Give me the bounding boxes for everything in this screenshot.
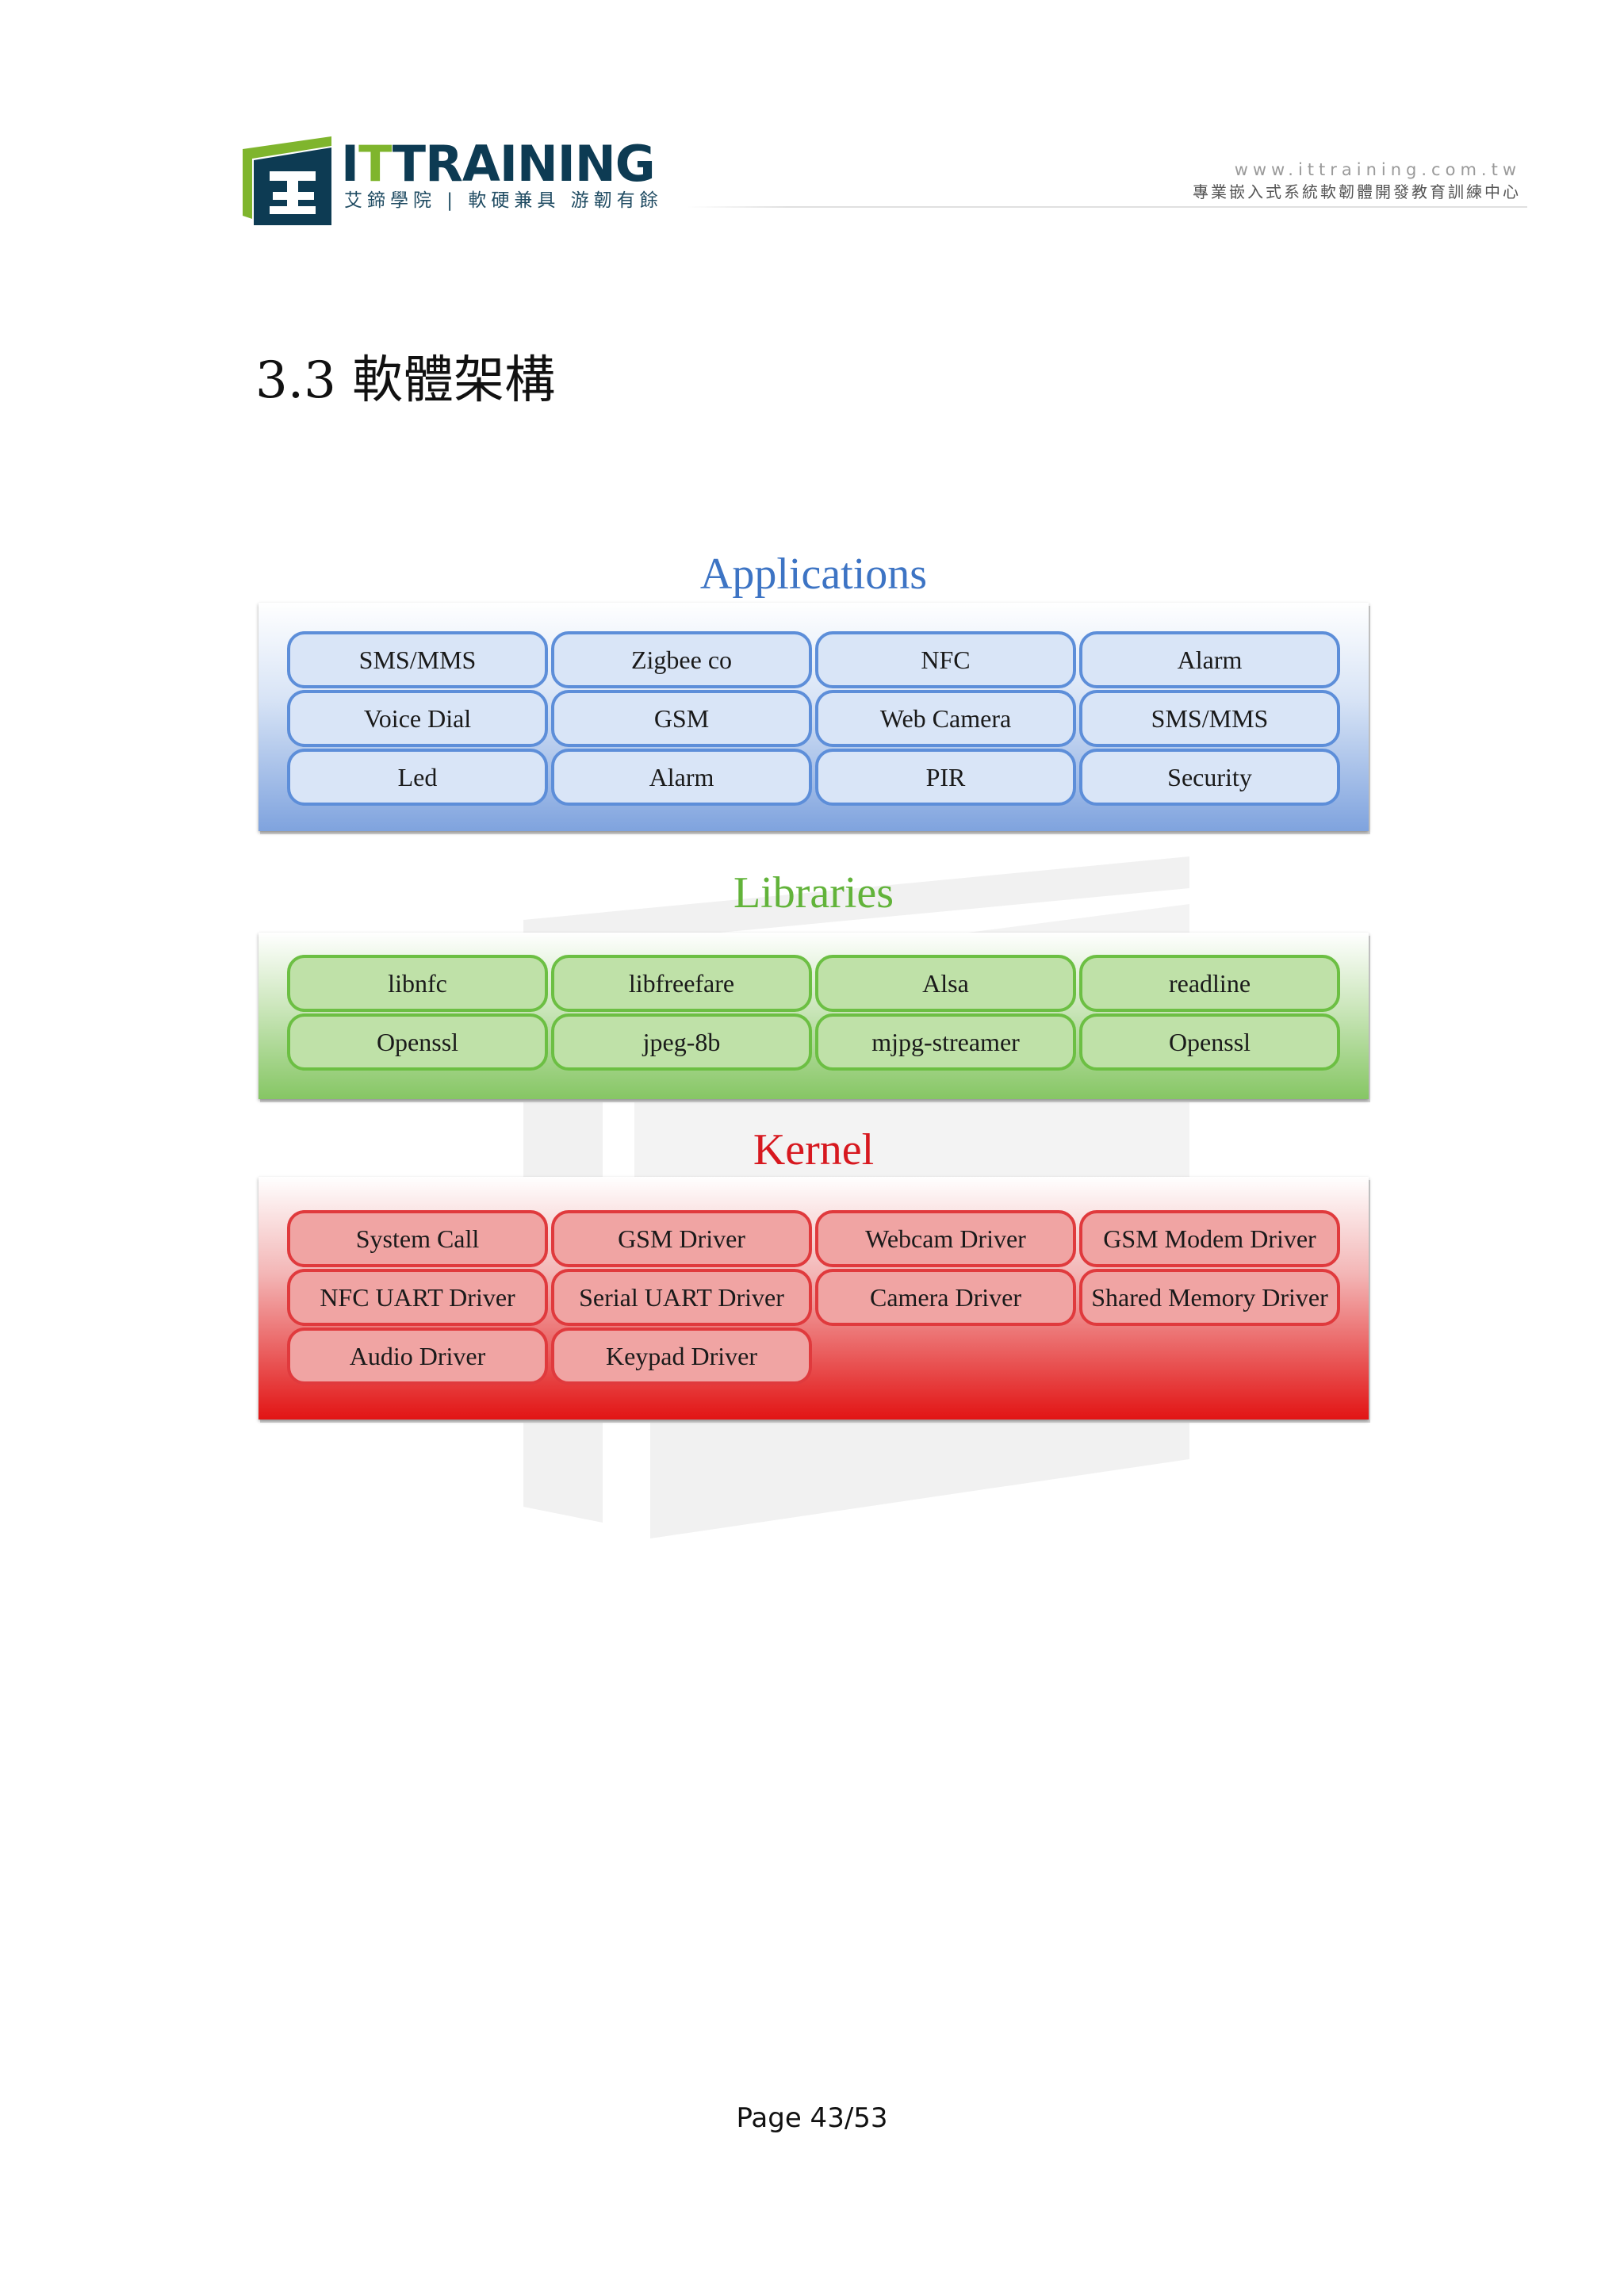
- applications-layer-panel: SMS/MMS Zigbee co NFC Alarm Voice Dial G…: [259, 603, 1369, 831]
- library-box: mjpg-streamer: [815, 1013, 1076, 1071]
- site-description: 專業嵌入式系統軟韌體開發教育訓練中心: [1193, 182, 1521, 201]
- site-url: www.ittraining.com.tw: [1234, 160, 1521, 179]
- kernel-layer-title: Kernel: [753, 1125, 875, 1174]
- app-box: GSM: [551, 690, 812, 747]
- libraries-layer-panel: libnfc libfreefare Alsa readline Openssl…: [259, 933, 1369, 1099]
- kernel-grid: System Call GSM Driver Webcam Driver GSM…: [287, 1210, 1340, 1385]
- ittraining-logo: ITTRAINING 艾鍗學院 | 軟硬兼具 游韌有餘: [238, 136, 682, 225]
- app-box: Security: [1079, 749, 1340, 806]
- app-box: Zigbee co: [551, 631, 812, 688]
- kernel-layer-panel: System Call GSM Driver Webcam Driver GSM…: [259, 1177, 1369, 1420]
- kernel-box: Serial UART Driver: [551, 1269, 812, 1326]
- kernel-box: Camera Driver: [815, 1269, 1076, 1326]
- app-box: Alarm: [551, 749, 812, 806]
- library-box: jpeg-8b: [551, 1013, 812, 1071]
- kernel-box: System Call: [287, 1210, 548, 1267]
- library-box: Openssl: [287, 1013, 548, 1071]
- applications-grid: SMS/MMS Zigbee co NFC Alarm Voice Dial G…: [287, 631, 1340, 806]
- kernel-box: Keypad Driver: [551, 1328, 812, 1385]
- library-box: Openssl: [1079, 1013, 1340, 1071]
- app-box: NFC: [815, 631, 1076, 688]
- page-number: Page 43/53: [736, 2102, 888, 2134]
- app-box: SMS/MMS: [287, 631, 548, 688]
- library-box: libnfc: [287, 955, 548, 1012]
- brand-name: ITTRAINING: [341, 135, 656, 193]
- kernel-box: GSM Modem Driver: [1079, 1210, 1340, 1267]
- app-box: Led: [287, 749, 548, 806]
- app-box: SMS/MMS: [1079, 690, 1340, 747]
- app-box: Alarm: [1079, 631, 1340, 688]
- applications-layer-title: Applications: [699, 550, 928, 599]
- library-box: Alsa: [815, 955, 1076, 1012]
- libraries-layer-title: Libraries: [733, 868, 894, 918]
- brand-tagline: 艾鍗學院 | 軟硬兼具 游韌有餘: [344, 190, 663, 211]
- libraries-grid: libnfc libfreefare Alsa readline Openssl…: [287, 955, 1340, 1071]
- kernel-box: NFC UART Driver: [287, 1269, 548, 1326]
- brand-name-accent: T: [358, 135, 393, 193]
- app-box: PIR: [815, 749, 1076, 806]
- header-divider: [687, 206, 1527, 208]
- kernel-box: Audio Driver: [287, 1328, 548, 1385]
- ittraining-logo-mark-icon: [243, 136, 331, 225]
- kernel-box: Webcam Driver: [815, 1210, 1076, 1267]
- section-heading: 3.3 軟體架構: [255, 351, 556, 410]
- kernel-box: Shared Memory Driver: [1079, 1269, 1340, 1326]
- kernel-box: GSM Driver: [551, 1210, 812, 1267]
- library-box: readline: [1079, 955, 1340, 1012]
- library-box: libfreefare: [551, 955, 812, 1012]
- app-box: Voice Dial: [287, 690, 548, 747]
- app-box: Web Camera: [815, 690, 1076, 747]
